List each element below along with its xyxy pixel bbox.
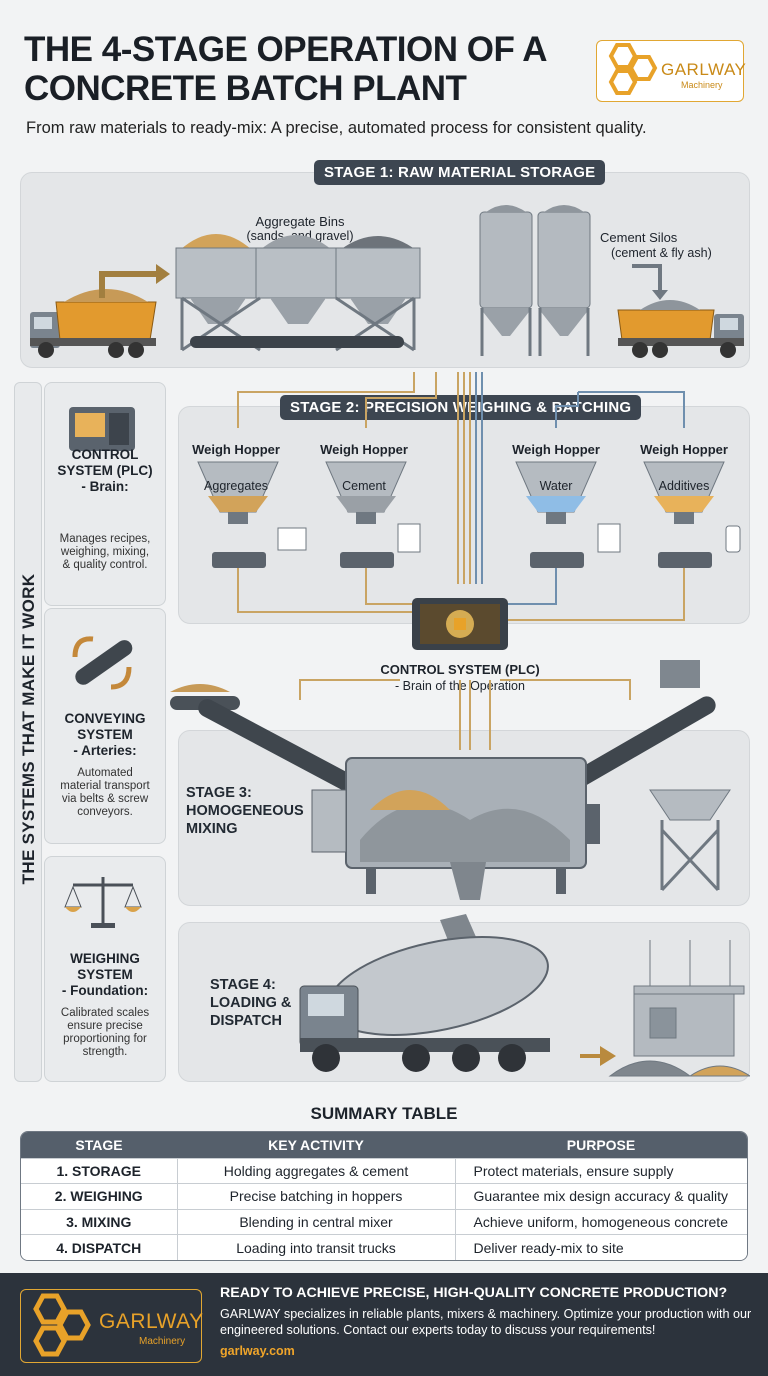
plc-core-icon bbox=[412, 598, 508, 650]
weighing-system-card: WEIGHING SYSTEM - Foundation: Calibrated… bbox=[44, 856, 166, 1082]
recipe-document-icon bbox=[397, 523, 421, 553]
additive-bottle-icon bbox=[725, 525, 741, 553]
transit-mixer-truck-icon bbox=[299, 914, 550, 1072]
cell-stage: 1. STORAGE bbox=[21, 1157, 178, 1184]
stage3-label: STAGE 3: HOMOGENEOUS MIXING bbox=[186, 785, 304, 837]
page-subtitle: From raw materials to ready-mix: A preci… bbox=[26, 119, 647, 137]
hexagon-logo-icon bbox=[608, 43, 658, 95]
table-row: 3. MIXING Blending in central mixer Achi… bbox=[21, 1208, 747, 1235]
conveying-system-card: CONVEYING SYSTEM - Arteries: Automated m… bbox=[44, 608, 166, 844]
col-purpose: PURPOSE bbox=[455, 1132, 747, 1158]
balance-scale-icon bbox=[64, 877, 142, 928]
summary-table: STAGE KEY ACTIVITY PURPOSE 1. STORAGE Ho… bbox=[20, 1131, 748, 1261]
plc-system-card: CONTROL SYSTEM (PLC) - Brain: Manages re… bbox=[44, 382, 166, 606]
cta-heading: READY TO ACHIEVE PRECISE, HIGH-QUALITY C… bbox=[220, 1285, 728, 1301]
plc-title: CONTROL SYSTEM (PLC) bbox=[380, 662, 540, 677]
systems-vertical-text: THE SYSTEMS THAT MAKE IT WORK bbox=[19, 573, 38, 885]
stage1-illustration bbox=[30, 205, 744, 358]
hexagon-logo-icon bbox=[33, 1293, 91, 1357]
dump-truck-left-icon bbox=[30, 289, 157, 358]
col-activity: KEY ACTIVITY bbox=[177, 1132, 455, 1158]
cement-silos-title: Cement Silos bbox=[600, 230, 678, 245]
water-document-icon bbox=[597, 523, 621, 553]
cell-activity: Precise batching in hoppers bbox=[177, 1183, 456, 1209]
weigh-hopper-cement-icon bbox=[325, 461, 407, 568]
weighing-system-desc: Calibrated scales ensure precise proport… bbox=[60, 1007, 150, 1058]
footer-logo[interactable]: GARLWAY Machinery bbox=[20, 1289, 204, 1363]
hopper-cement-title: Weigh Hopper bbox=[320, 442, 408, 457]
plc-panel-icon bbox=[69, 407, 135, 451]
cell-activity: Loading into transit trucks bbox=[177, 1234, 456, 1260]
stage4-label: STAGE 4: LOADING & DISPATCH bbox=[210, 977, 292, 1029]
central-mixer-icon bbox=[311, 757, 600, 900]
cement-silos-icon bbox=[479, 205, 591, 356]
dump-truck-right-icon bbox=[617, 264, 744, 358]
stage4-illustration bbox=[299, 914, 750, 1077]
aggregate-bins-title: Aggregate Bins bbox=[255, 214, 345, 229]
cell-activity: Blending in central mixer bbox=[177, 1208, 456, 1235]
stage2-illustration bbox=[197, 372, 741, 650]
cell-activity: Holding aggregates & cement bbox=[177, 1157, 456, 1184]
logo-brand: GARLWAY bbox=[661, 60, 747, 79]
table-row: 1. STORAGE Holding aggregates & cement P… bbox=[21, 1157, 747, 1184]
stage3-illustration bbox=[170, 660, 731, 900]
cell-purpose: Deliver ready-mix to site bbox=[455, 1234, 747, 1260]
logo-sub: Machinery bbox=[681, 80, 723, 90]
tower-frame-icon bbox=[660, 820, 720, 892]
table-row: 4. DISPATCH Loading into transit trucks … bbox=[21, 1234, 747, 1260]
garlway-logo[interactable]: GARLWAY Machinery bbox=[596, 40, 747, 102]
conveying-system-title: CONVEYING SYSTEM - Arteries: bbox=[64, 711, 146, 758]
hopper-aggregates-label: Aggregates bbox=[204, 479, 268, 493]
weigh-hopper-aggregates-icon bbox=[197, 461, 279, 568]
cement-silos-sub: (cement & fly ash) bbox=[611, 246, 712, 260]
hopper-aggregates-title: Weigh Hopper bbox=[192, 442, 280, 457]
hopper-additives-label: Additives bbox=[658, 479, 710, 493]
cell-purpose: Protect materials, ensure supply bbox=[455, 1157, 747, 1184]
cta-body: GARLWAY specializes in reliable plants, … bbox=[220, 1307, 752, 1337]
footer-logo-sub: Machinery bbox=[139, 1336, 186, 1347]
cell-stage: 3. MIXING bbox=[21, 1208, 178, 1235]
plc-system-desc: Manages recipes, weighing, mixing, & qua… bbox=[59, 533, 151, 571]
weighing-system-title: WEIGHING SYSTEM - Foundation: bbox=[61, 951, 149, 998]
table-row: 2. WEIGHING Precise batching in hoppers … bbox=[21, 1183, 747, 1209]
cell-purpose: Guarantee mix design accuracy & quality bbox=[455, 1183, 747, 1209]
footer-logo-brand: GARLWAY bbox=[99, 1310, 204, 1333]
page-title: THE 4-STAGE OPERATION OF A CONCRETE BATC… bbox=[24, 30, 546, 108]
weigh-hopper-additives-icon bbox=[643, 461, 725, 568]
cell-stage: 2. WEIGHING bbox=[21, 1183, 178, 1209]
chart-monitor-icon bbox=[277, 527, 307, 551]
conveying-system-desc: Automated material transport via belts &… bbox=[60, 767, 150, 818]
stage2-tag: STAGE 2: PRECISION WEIGHING & BATCHING bbox=[280, 395, 642, 420]
website-link[interactable]: garlway.com bbox=[220, 1344, 295, 1358]
construction-site-icon bbox=[608, 940, 750, 1077]
hopper-water-title: Weigh Hopper bbox=[512, 442, 600, 457]
cell-purpose: Achieve uniform, homogeneous concrete bbox=[455, 1208, 747, 1235]
aggregate-bins-icon bbox=[175, 234, 421, 352]
cell-stage: 4. DISPATCH bbox=[21, 1234, 178, 1260]
conveyor-belt-icon bbox=[72, 636, 133, 690]
weigh-hopper-water-icon bbox=[515, 461, 597, 568]
systems-vertical-label: THE SYSTEMS THAT MAKE IT WORK bbox=[14, 382, 42, 1082]
hopper-water-label: Water bbox=[539, 479, 573, 493]
summary-title: SUMMARY TABLE bbox=[310, 1104, 458, 1123]
stage1-tag: STAGE 1: RAW MATERIAL STORAGE bbox=[314, 160, 606, 185]
hopper-cement-label: Cement bbox=[342, 479, 386, 493]
plc-system-title: CONTROL SYSTEM (PLC) - Brain: bbox=[57, 447, 153, 494]
col-stage: STAGE bbox=[21, 1132, 177, 1158]
hopper-additives-title: Weigh Hopper bbox=[640, 442, 728, 457]
dispatch-arrow-icon bbox=[580, 1046, 616, 1066]
